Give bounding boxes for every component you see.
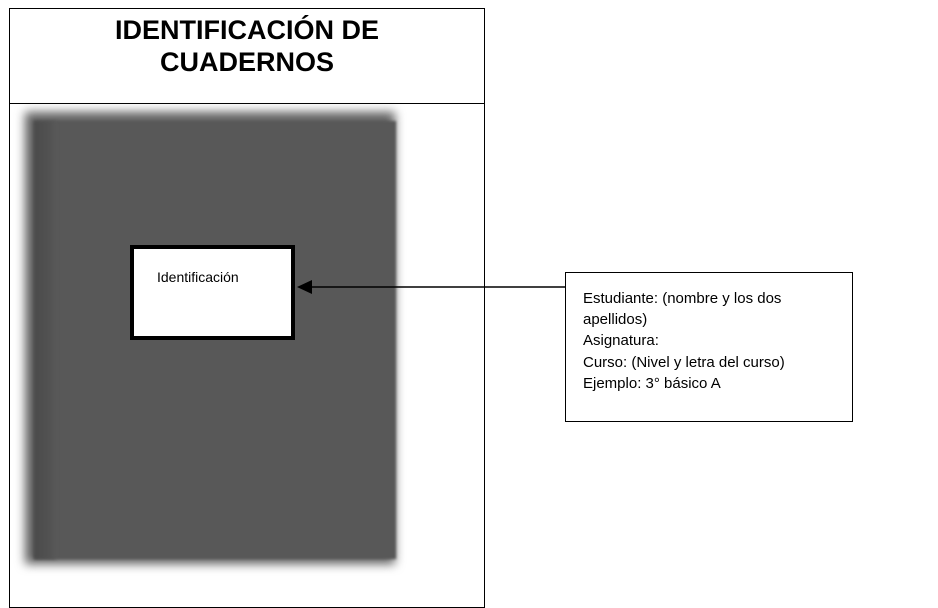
page-title-line-2: CUADERNOS [159, 47, 334, 77]
info-line-student: Estudiante: (nombre y los dos [583, 290, 782, 307]
identification-label-box: Identificación [130, 245, 295, 340]
info-line-subject: Asignatura: [583, 332, 659, 349]
identification-label-text: Identificación [157, 269, 239, 285]
notebook-cover [34, 121, 396, 559]
page-title-line-1: IDENTIFICACIÓN DE [114, 15, 379, 45]
info-line-example: Ejemplo: 3° básico A [583, 375, 721, 392]
info-line-course: Curso: (Nivel y letra del curso) [583, 354, 785, 371]
info-line-student-cont: apellidos) [583, 311, 648, 328]
title-cell: IDENTIFICACIÓN DE CUADERNOS [10, 9, 484, 104]
document-frame: IDENTIFICACIÓN DE CUADERNOS [9, 8, 485, 608]
info-box: Estudiante: (nombre y los dos apellidos)… [565, 272, 853, 422]
notebook-spine [34, 121, 56, 559]
